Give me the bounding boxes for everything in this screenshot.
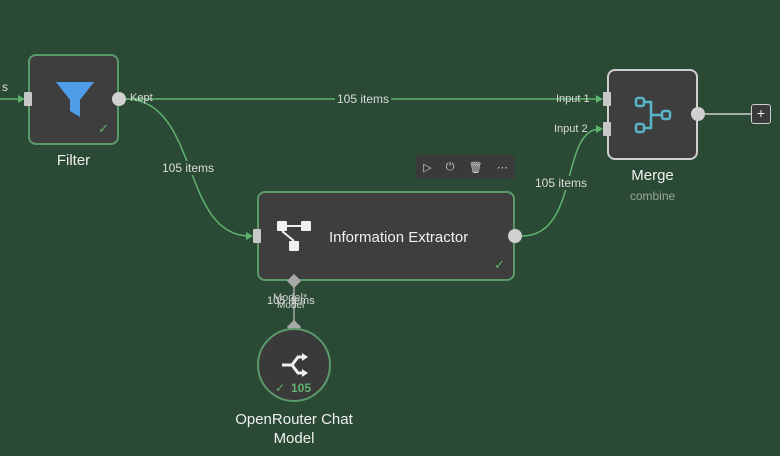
chat-model-title-line2: Model	[273, 430, 315, 447]
filter-title: Filter	[56, 152, 91, 169]
chat-model-title-line1: OpenRouter Chat	[235, 411, 353, 428]
extractor-output-port[interactable]	[508, 229, 522, 243]
chat-model-count: 105	[291, 381, 312, 395]
merge-node[interactable]	[607, 69, 698, 160]
tree-structure-icon	[277, 221, 311, 251]
delete-button[interactable]: 🗑	[468, 161, 483, 174]
extractor-input-port[interactable]	[253, 229, 261, 243]
merge-icon	[634, 96, 672, 134]
more-button[interactable]: ⋯	[496, 161, 508, 174]
filter-input-port[interactable]	[24, 92, 32, 106]
merge-input1-label: Input 1	[556, 93, 590, 105]
edge-label-filter-extractor: 105 items	[160, 161, 217, 175]
chat-model-output-label: Model	[277, 300, 305, 311]
merge-output-port[interactable]	[691, 107, 705, 121]
filter-output-port[interactable]	[112, 92, 126, 106]
merge-input1-port[interactable]	[603, 92, 611, 106]
edge-label-filter-merge: 105 items	[335, 92, 392, 106]
edge-label-model: 105 items	[267, 295, 315, 307]
merge-input2-label: Input 2	[554, 123, 588, 135]
filter-output-label: Kept	[130, 92, 153, 104]
merge-input2-port[interactable]	[603, 122, 611, 136]
node-toolbar: ▷ ⏻ 🗑 ⋯	[416, 155, 515, 179]
success-check-icon: ✓	[275, 381, 286, 395]
chat-model-node[interactable]: ✓ 105	[257, 328, 331, 402]
extractor-node[interactable]: Information Extractor ✓	[257, 191, 515, 281]
add-node-button[interactable]: +	[751, 104, 771, 124]
edge-label-extractor-merge: 105 items	[533, 176, 590, 190]
filter-node[interactable]: ✓	[28, 54, 119, 145]
merge-title: Merge	[631, 167, 674, 184]
extractor-model-label: Model*	[273, 292, 308, 304]
run-button[interactable]: ▷	[423, 161, 432, 174]
power-button[interactable]: ⏻	[445, 160, 455, 173]
merge-subtitle: combine	[629, 189, 676, 203]
routing-arrows-icon	[282, 353, 308, 377]
edge-label-left: s	[0, 80, 10, 94]
funnel-icon	[56, 82, 94, 117]
extractor-title: Information Extractor	[329, 229, 469, 246]
success-check-icon: ✓	[494, 257, 505, 272]
success-check-icon: ✓	[98, 121, 109, 136]
